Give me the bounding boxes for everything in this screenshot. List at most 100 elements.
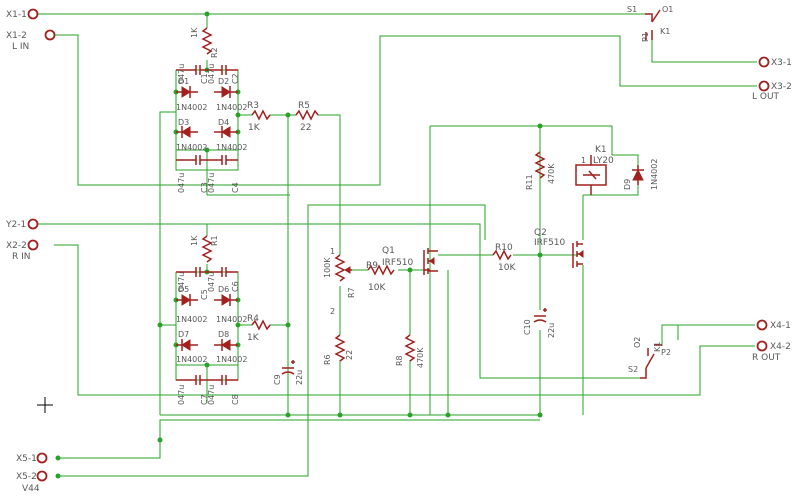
- resistor-r3[interactable]: R3 1K: [247, 101, 271, 133]
- k1-name: K1: [595, 145, 607, 155]
- c3-name: C3: [200, 182, 209, 193]
- capacitor-c9[interactable]: C9 22u: [273, 360, 304, 385]
- r11-name: R11: [525, 174, 534, 190]
- r11-value: 470K: [547, 163, 556, 184]
- capacitor-c1[interactable]: 047u C1: [176, 64, 209, 84]
- d1-value: 1N4002: [176, 103, 207, 112]
- capacitor-c6[interactable]: 047u C6: [207, 267, 240, 292]
- mosfet-q2[interactable]: Q2 IRF510: [534, 228, 584, 268]
- d7-value: 1N4002: [176, 355, 207, 364]
- diode-d4[interactable]: D4 1N4002: [214, 118, 247, 152]
- r9-value: 10K: [368, 283, 386, 293]
- r7-pin2: 2: [330, 307, 335, 316]
- capacitor-c2[interactable]: 047u C2: [207, 64, 240, 84]
- r5-name: R5: [298, 101, 310, 111]
- q1-name: Q1: [382, 246, 395, 256]
- port-x1-2-label: X1-2: [6, 31, 27, 41]
- wires: [36, 13, 757, 477]
- relay-k1-switch-1[interactable]: S1 O1 P1 K1: [627, 5, 673, 42]
- capacitor-c3[interactable]: 047u C3: [176, 155, 209, 193]
- c7-value: 047u: [177, 385, 186, 405]
- d8-value: 1N4002: [216, 355, 247, 364]
- diode-d1[interactable]: D1 1N4002: [176, 77, 207, 112]
- port-y2-1-label: Y2-1: [5, 220, 26, 230]
- diode-d3[interactable]: D3 1N4002: [176, 118, 207, 152]
- k1-s2-label: S2: [628, 365, 638, 374]
- resistor-r2[interactable]: 1K R2: [190, 27, 219, 58]
- potentiometer-r7[interactable]: 100K R7 1 2: [323, 247, 356, 316]
- r2-value: 1K: [190, 27, 199, 38]
- port-x1-1-label: X1-1: [6, 10, 27, 20]
- r1-name: R1: [210, 235, 219, 246]
- c8-name: C8: [231, 394, 240, 405]
- r3-name: R3: [247, 101, 259, 111]
- r4-name: R4: [247, 314, 259, 324]
- d6-value: 1N4002: [216, 315, 247, 324]
- port-x4-2[interactable]: X4-2 R OUT: [752, 340, 791, 364]
- r10-name: R10: [495, 243, 513, 253]
- resistor-r9[interactable]: R9 10K: [366, 261, 395, 293]
- port-y2-1[interactable]: Y2-1: [5, 218, 39, 231]
- d8-name: D8: [218, 330, 229, 339]
- port-x2-2[interactable]: X2-2 R IN: [6, 239, 39, 263]
- resistor-r5[interactable]: R5 22: [295, 101, 319, 133]
- port-x5-2[interactable]: X5-2 V44: [16, 470, 48, 495]
- diode-d9[interactable]: D9 1N4002: [623, 159, 659, 190]
- c9-value: 22u: [295, 370, 304, 385]
- c2-name: C2: [231, 73, 240, 84]
- c4-name: C4: [231, 182, 240, 193]
- port-x3-1[interactable]: X3-1: [758, 56, 792, 69]
- resistor-r4[interactable]: R4 1K: [247, 314, 271, 343]
- resistor-r10[interactable]: R10 10K: [492, 243, 516, 273]
- resistor-r11[interactable]: R11 470K: [525, 151, 556, 190]
- relay-k1-coil[interactable]: K1 LY20 1: [575, 145, 614, 195]
- d7-name: D7: [178, 330, 189, 339]
- port-x3-2[interactable]: X3-2 L OUT: [752, 80, 792, 103]
- k1-value: LY20: [593, 156, 614, 166]
- capacitor-c4[interactable]: 047u C4: [207, 155, 240, 193]
- c1-name: C1: [200, 73, 209, 84]
- port-x3-2-label: X3-2: [771, 82, 792, 92]
- resistor-r6[interactable]: R6 22: [323, 334, 354, 365]
- d5-name: D5: [178, 285, 189, 294]
- r8-name: R8: [395, 355, 404, 366]
- k1-o1-label: O1: [662, 5, 673, 14]
- d3-value: 1N4002: [176, 143, 207, 152]
- relay-k1-switch-2[interactable]: S2 O2 P2 K1: [628, 337, 671, 379]
- diode-d5[interactable]: D5 1N4002: [176, 285, 207, 324]
- d9-name: D9: [623, 179, 632, 190]
- c5-name: C5: [200, 289, 209, 300]
- port-x2-2-label: X2-2: [6, 241, 27, 251]
- d2-name: D2: [218, 77, 229, 86]
- c1-value: 047u: [177, 64, 186, 84]
- diode-d8[interactable]: D8 1N4002: [214, 330, 247, 364]
- resistor-r1[interactable]: 1K R1: [190, 235, 219, 263]
- port-r-in-label: R IN: [12, 252, 31, 262]
- mosfet-q1[interactable]: Q1 IRF510: [382, 246, 438, 275]
- port-x5-1[interactable]: X5-1: [16, 452, 48, 465]
- capacitor-c7[interactable]: 047u C7: [176, 375, 209, 405]
- d4-value: 1N4002: [216, 143, 247, 152]
- c4-value: 047u: [207, 173, 216, 193]
- port-x5-1-label: X5-1: [16, 454, 37, 464]
- r7-pin1: 1: [330, 247, 335, 256]
- port-x4-1[interactable]: X4-1: [756, 319, 791, 332]
- capacitor-c5[interactable]: 047u C5: [176, 267, 209, 300]
- diode-d7[interactable]: D7 1N4002: [176, 330, 207, 364]
- r6-value: 22: [345, 350, 354, 360]
- port-x1-2[interactable]: X1-2 L IN: [6, 29, 56, 53]
- diode-d6[interactable]: D6 1N4002: [214, 285, 247, 324]
- d9-value: 1N4002: [650, 159, 659, 190]
- diode-d2[interactable]: D2 1N4002: [214, 77, 247, 112]
- r7-value: 100K: [323, 257, 332, 278]
- c6-name: C6: [231, 281, 240, 292]
- resistor-r8[interactable]: R8 470K: [395, 334, 425, 368]
- capacitor-c8[interactable]: 047u C8: [207, 375, 240, 405]
- port-x1-1[interactable]: X1-1: [6, 8, 39, 21]
- k1-p1-label: P1: [641, 32, 650, 42]
- capacitor-c10[interactable]: C10 22u: [523, 308, 556, 338]
- r10-value: 10K: [498, 263, 516, 273]
- port-x3-1-label: X3-1: [771, 58, 792, 68]
- port-l-out-label: L OUT: [752, 92, 780, 102]
